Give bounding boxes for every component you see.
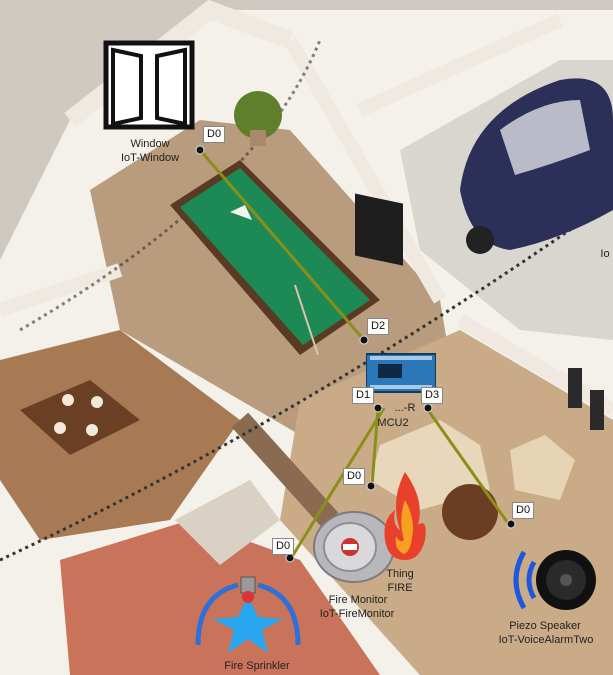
iot-cables: [198, 149, 512, 561]
offscreen-device-label: Io: [600, 248, 610, 260]
fire-icon[interactable]: [380, 470, 430, 562]
piezo-speaker-port-label: D0: [512, 502, 535, 519]
car: [460, 78, 613, 254]
fire-id: FIRE: [387, 582, 413, 594]
board-port-d3: D3: [421, 387, 444, 404]
window-id: IoT-Window: [120, 152, 180, 164]
fire-sprinkler-port-label: D0: [272, 538, 295, 555]
fire-monitor-id: IoT-FireMonitor: [319, 608, 395, 620]
speaker-icon[interactable]: [508, 540, 598, 620]
window-port-label: D0: [203, 126, 226, 143]
fire-sprinkler-icon[interactable]: [188, 575, 308, 657]
piezo-speaker-id: IoT-VoiceAlarmTwo: [498, 634, 594, 646]
piezo-speaker-name: Piezo Speaker: [509, 620, 581, 632]
dining-table: [20, 380, 140, 455]
window-name: Window: [130, 138, 170, 150]
fire-name: Thing: [386, 568, 414, 580]
board-port-d1: D1: [352, 387, 375, 404]
board-id: MCU2: [377, 417, 409, 429]
fire-monitor-port-label: D0: [343, 468, 366, 485]
microcontroller-board-icon[interactable]: [366, 352, 436, 394]
pool-table: [170, 160, 380, 356]
fire-sprinkler-name: Fire Sprinkler: [224, 660, 290, 672]
window-icon[interactable]: [103, 40, 195, 130]
board-name: ...-R: [394, 402, 416, 414]
fire-monitor-name: Fire Monitor: [328, 594, 388, 606]
board-port-d2: D2: [367, 318, 390, 335]
plant: [234, 91, 282, 146]
fire-monitor-icon[interactable]: [313, 510, 395, 584]
